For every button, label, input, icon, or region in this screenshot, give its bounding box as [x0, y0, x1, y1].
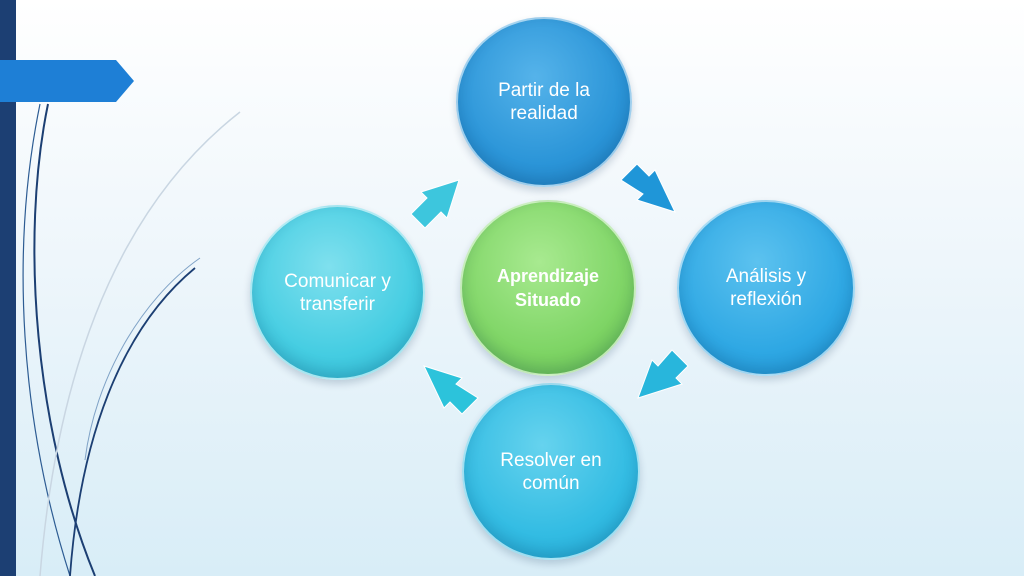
node-comunicar-y-transferir: Comunicar y transferir	[250, 205, 425, 380]
arrow-bottom-to-left	[423, 365, 479, 415]
arrow-top-to-right	[620, 163, 676, 213]
left-accent-bar	[0, 0, 16, 576]
node-analisis-y-reflexion: Análisis y reflexión	[677, 200, 855, 376]
node-resolver-en-comun: Resolver en común	[462, 383, 640, 560]
node-partir-de-la-realidad: Partir de la realidad	[456, 17, 632, 187]
node-bottom-label: Resolver en común	[500, 449, 602, 494]
node-left-label: Comunicar y transferir	[284, 270, 391, 315]
node-aprendizaje-situado: Aprendizaje Situado	[460, 200, 636, 376]
arrow-left-to-top	[410, 179, 460, 229]
node-right-label: Análisis y reflexión	[725, 266, 807, 310]
center-label: Aprendizaje Situado	[496, 266, 600, 310]
arrow-right-to-bottom	[637, 349, 689, 399]
node-top-label: Partir de la realidad	[498, 80, 590, 124]
tab-arrow-shape	[0, 60, 134, 102]
